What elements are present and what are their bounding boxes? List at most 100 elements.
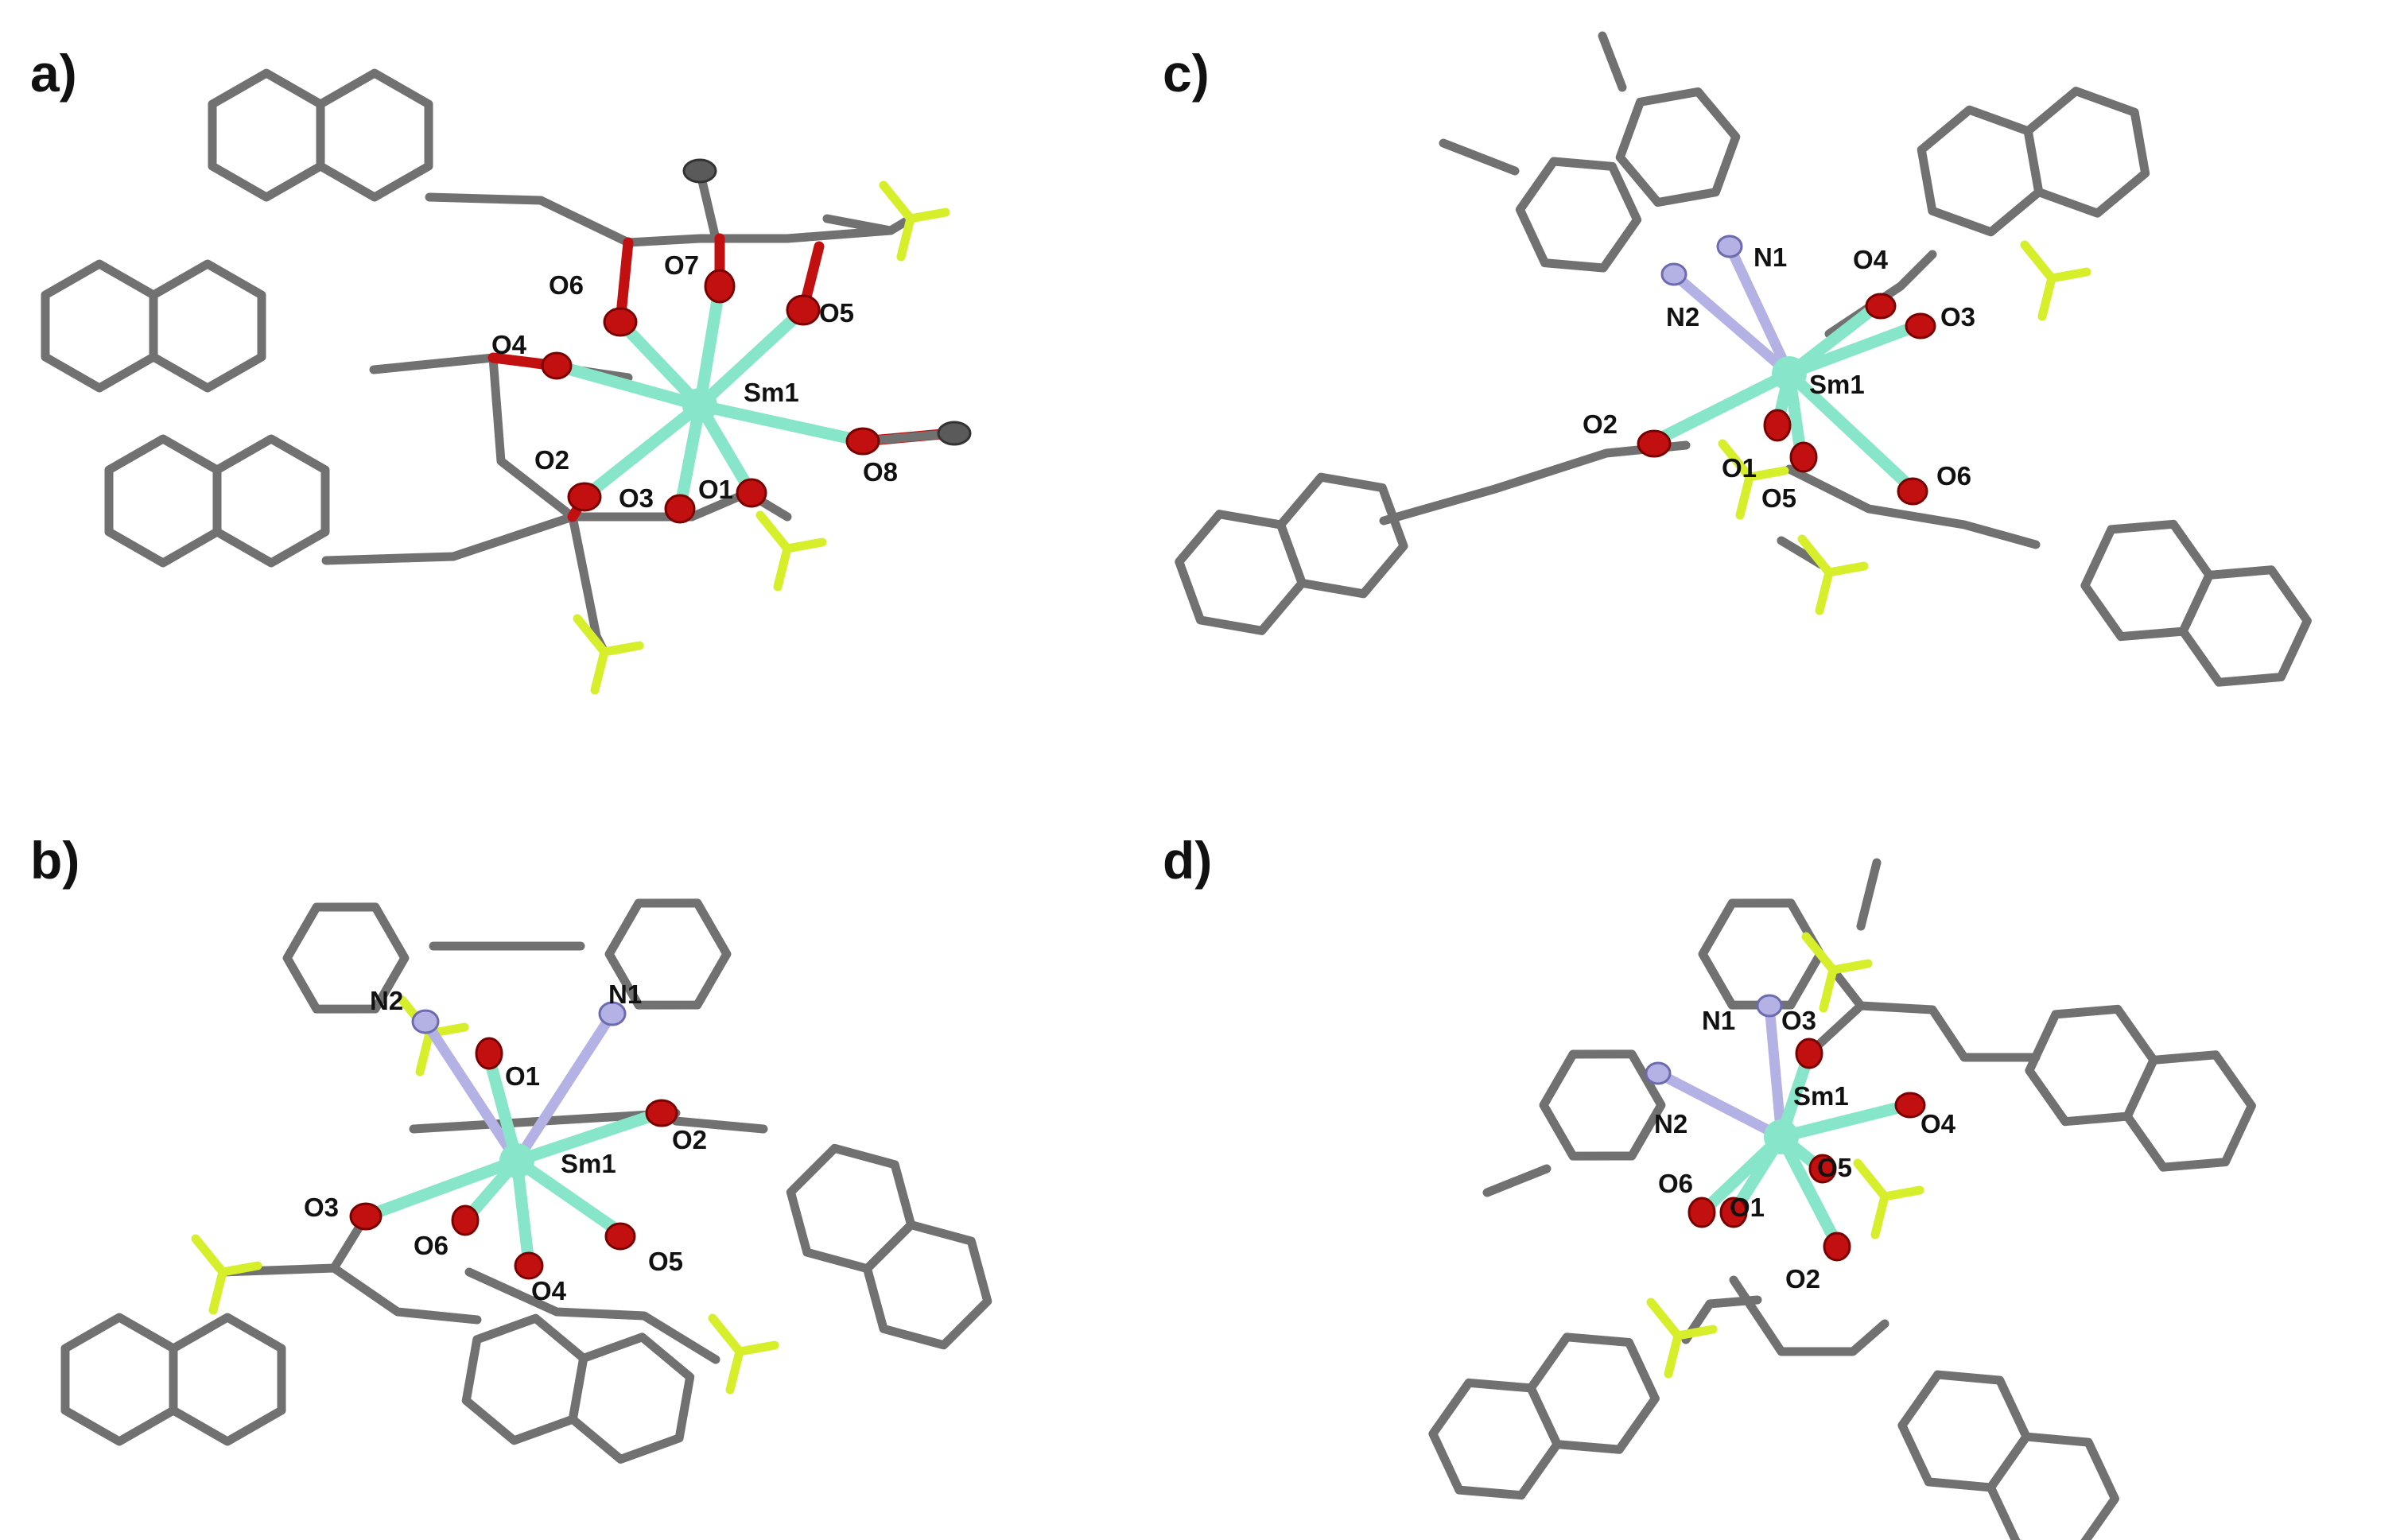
label-o4-c: O4 [1853, 245, 1889, 274]
label-o1-b: O1 [505, 1061, 540, 1091]
oxygen-atom [567, 482, 602, 512]
bipyridine-rings-b [273, 878, 742, 1034]
oxygen-atom [1637, 429, 1672, 458]
label-o5-c: O5 [1761, 483, 1796, 513]
panel-b-label: b) [30, 831, 80, 890]
methyl-carbon [682, 158, 717, 184]
label-n1-c: N1 [1753, 242, 1787, 272]
oxygen-atom [1894, 1092, 1926, 1119]
label-o5: O5 [819, 298, 854, 328]
label-o3-c: O3 [1940, 302, 1975, 332]
label-o1: O1 [698, 475, 733, 504]
oxygen-atom [1897, 477, 1928, 506]
label-sm1-b: Sm1 [561, 1149, 616, 1178]
label-sm1-c: Sm1 [1809, 370, 1865, 399]
oxygen-atom [1763, 409, 1792, 442]
oxygen-atom [451, 1204, 480, 1236]
oxygen-atom [1808, 1154, 1837, 1184]
label-o5-d: O5 [1817, 1153, 1852, 1182]
label-o7: O7 [664, 250, 699, 280]
label-n2-c: N2 [1666, 302, 1699, 332]
oxygen-atoms-a [541, 269, 880, 524]
naphthalene-ring-a3 [109, 439, 325, 563]
oxygen-atom [645, 1099, 678, 1127]
panel-d-label: d) [1163, 831, 1212, 890]
nitrogen-atom [1645, 1061, 1672, 1085]
oxygen-atoms-c [1637, 293, 1936, 506]
oxygen-atom [1687, 1197, 1716, 1228]
label-n1-b: N1 [608, 979, 642, 1009]
diketonate-backbone-d [1681, 965, 2041, 1356]
nitrogen-atoms-c [1660, 235, 1743, 286]
oxygen-atom [604, 1222, 636, 1251]
sm-coordination-bonds-c [1648, 300, 1923, 495]
label-o6: O6 [549, 270, 584, 300]
oxygen-atoms-d [1687, 1038, 1926, 1262]
label-n2-d: N2 [1654, 1109, 1687, 1139]
label-o2: O2 [534, 445, 569, 475]
panel-c: c) [1163, 31, 2321, 705]
samarium-atom-a [682, 388, 717, 423]
oxygen-atom [1905, 312, 1936, 339]
label-n1-d: N1 [1702, 1006, 1735, 1035]
naphthalene-ring-a1 [212, 73, 429, 197]
label-o3-d: O3 [1781, 1006, 1816, 1035]
oxygen-atom [603, 307, 638, 337]
nitrogen-atom [1660, 262, 1687, 286]
oxygen-atom [1795, 1038, 1823, 1069]
samarium-atom-d [1764, 1119, 1799, 1154]
oxygen-atom [786, 294, 821, 326]
label-o4-d: O4 [1920, 1109, 1956, 1139]
label-o4: O4 [491, 330, 527, 359]
oxygen-atom [1823, 1232, 1851, 1262]
naphthalene-ring-a2 [45, 264, 262, 388]
label-o8: O8 [863, 457, 898, 487]
label-o6-c: O6 [1936, 461, 1971, 491]
oxygen-atom [1865, 293, 1897, 320]
label-n2-b: N2 [370, 986, 403, 1015]
label-o1-d: O1 [1730, 1193, 1765, 1222]
bipyridine-rings-d [1482, 858, 1882, 1197]
nitrogen-atom [598, 1001, 627, 1026]
oxygen-atoms-b [349, 1037, 678, 1280]
oxygen-atom [475, 1037, 503, 1070]
oxygen-atom [1719, 1197, 1748, 1228]
label-o6-b: O6 [414, 1231, 449, 1260]
samarium-atom-b [499, 1143, 534, 1178]
nitrogen-atom [1716, 235, 1743, 258]
nitrogen-bonds-b [420, 1008, 618, 1166]
oxygen-atom [1789, 441, 1818, 473]
oxygen-atom [664, 494, 696, 524]
label-o6-d: O6 [1658, 1169, 1693, 1198]
oxygen-atom [349, 1202, 383, 1231]
panel-a: a) [30, 44, 972, 690]
panel-d: d) [1163, 831, 2265, 1540]
label-sm1-d: Sm1 [1793, 1081, 1849, 1111]
oxygen-atom [541, 351, 573, 380]
label-o5-b: O5 [648, 1247, 683, 1276]
nitrogen-atoms-b [411, 1001, 627, 1034]
label-o2-c: O2 [1583, 409, 1618, 439]
nitrogen-atom [1756, 994, 1783, 1018]
panel-b: b) [30, 831, 1009, 1468]
label-sm1: Sm1 [744, 378, 799, 407]
nitrogen-bonds-c [1668, 241, 1795, 379]
label-o3-b: O3 [304, 1193, 339, 1222]
methyl-carbon [937, 421, 972, 446]
label-o2-d: O2 [1785, 1264, 1820, 1294]
sm-coordination-bonds-a [550, 280, 869, 515]
oxygen-atom [845, 427, 880, 456]
label-o4-b: O4 [531, 1276, 567, 1305]
nitrogen-atom [411, 1009, 440, 1034]
label-o2-b: O2 [672, 1125, 707, 1154]
panel-c-label: c) [1163, 44, 1210, 103]
label-o3: O3 [619, 483, 654, 513]
bipyridine-rings-c [1439, 31, 1746, 292]
samarium-atom-c [1772, 356, 1807, 391]
oxygen-atom [704, 269, 736, 304]
oxygen-atom [514, 1251, 544, 1280]
naphthalene-rings-d [1419, 987, 2264, 1540]
label-o1-c: O1 [1722, 453, 1757, 483]
panel-a-label: a) [30, 44, 77, 103]
